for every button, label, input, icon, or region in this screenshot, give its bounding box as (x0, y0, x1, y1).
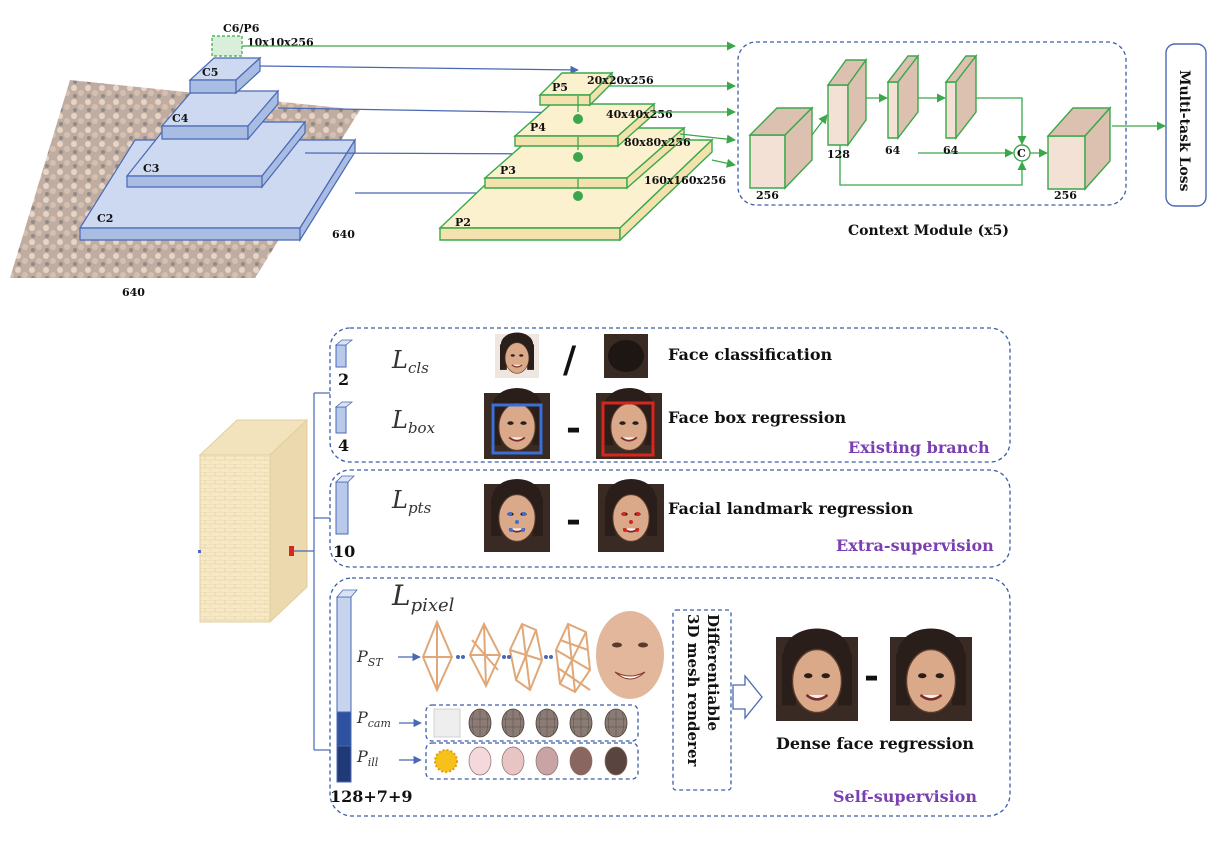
dense-label: Dense face regression (776, 734, 974, 753)
merge-node-p4 (573, 114, 583, 124)
illumination-heads (434, 746, 628, 776)
p-ill-symbol: Pill (356, 747, 379, 769)
box-loss-symbol: Lbox (391, 406, 436, 437)
pts-dim: 10 (333, 542, 355, 561)
differentiable-renderer-box (672, 609, 732, 791)
c5-layer (188, 56, 262, 95)
context-ch-128: 128 (827, 148, 850, 161)
pixel-dim: 128+7+9 (330, 787, 412, 806)
dense-pred-face (776, 627, 858, 721)
box-row: 4 Lbox - Face box regression (334, 387, 846, 459)
feature-map-block (198, 418, 309, 624)
camera-pose-strip (425, 704, 639, 742)
sun-icon (434, 749, 458, 773)
context-ch-64-a: 64 (885, 144, 901, 157)
concat-symbol: C (1017, 147, 1026, 160)
renderer-line2: 3D mesh renderer (684, 614, 702, 767)
box-dim: 4 (338, 436, 349, 455)
pixel-output-bar (336, 589, 358, 783)
context-ch-256-in: 256 (756, 189, 779, 202)
dim-label-p6: 10x10x256 (247, 36, 314, 49)
dense-separator: - (864, 655, 879, 697)
pts-separator: - (566, 499, 581, 541)
feature-edge-mark (198, 550, 201, 553)
extra-supervision-group: 10 Lpts - Facial landmark regression Ext… (329, 469, 1011, 568)
context-module: C 256 128 64 64 256 Context Module (x5) (737, 41, 1166, 239)
c6-layer (211, 35, 243, 57)
dim-label-p3: 80x80x256 (624, 136, 691, 149)
context-module-frame (737, 41, 1127, 206)
context-block-256-in (748, 106, 814, 190)
context-ch-256-out: 256 (1054, 189, 1077, 202)
multi-task-loss-box: Multi-task Loss (1165, 43, 1207, 207)
pixel-loss-symbol: Lpixel (391, 579, 455, 616)
cls-dim: 2 (338, 370, 349, 389)
anchor-cell (289, 546, 294, 556)
c4-layer (160, 89, 280, 141)
cls-output-bar (335, 344, 347, 368)
merge-node-p2 (573, 191, 583, 201)
merge-node-p3 (573, 152, 583, 162)
cls-negative-face (604, 334, 648, 378)
fpn-to-context-arrows (242, 41, 736, 168)
cls-label: Face classification (668, 345, 833, 364)
fpn-pyramid: P5 P4 P3 P2 (438, 71, 714, 242)
renderer-line1: Differentiable (704, 614, 722, 731)
p3-label: P3 (500, 164, 516, 177)
box-output-bar (335, 406, 347, 434)
shape-texture-meshes (421, 619, 592, 694)
cls-row: 2 Lcls / Face classification (334, 331, 833, 389)
cls-loss-symbol: Lcls (391, 346, 429, 377)
p-cam-symbol: Pcam (356, 708, 391, 730)
box-pred-face (484, 387, 550, 459)
textured-face-render (596, 611, 664, 699)
box-label: Face box regression (668, 408, 846, 427)
p2-label: P2 (455, 216, 471, 229)
branch-connectors (294, 392, 330, 751)
c2-label: C2 (97, 212, 113, 225)
c6-label: C6/P6 (223, 22, 260, 35)
pts-gt-face (598, 478, 664, 552)
self-supervision-tag: Self-supervision (833, 787, 977, 806)
camera-pose-heads (433, 708, 628, 738)
extra-supervision-tag: Extra-supervision (836, 536, 994, 555)
pts-loss-symbol: Lpts (391, 486, 432, 517)
pts-pred-face (484, 478, 550, 552)
box-separator: - (566, 407, 581, 449)
existing-branch-group: 2 Lcls / Face classification 4 Lbox (329, 327, 1011, 463)
context-block-64-b (944, 53, 978, 141)
context-ch-64-b: 64 (943, 144, 959, 157)
context-block-64-a (886, 53, 920, 141)
context-module-title: Context Module (x5) (848, 223, 1009, 239)
context-block-128 (826, 57, 868, 148)
self-supervision-group: 128+7+9 Lpixel PST Pcam (329, 577, 1011, 817)
p4-layer (513, 102, 656, 148)
c3-label: C3 (143, 162, 159, 175)
mesh-link-dots (456, 655, 553, 659)
dim-label-p4: 40x40x256 (606, 108, 673, 121)
illumination-strip (425, 742, 639, 780)
dim-label-p2: 160x160x256 (644, 174, 726, 187)
image-width-label: 640 (122, 286, 145, 299)
p4-label: P4 (530, 121, 546, 134)
pts-label: Facial landmark regression (668, 499, 914, 518)
existing-branch-tag: Existing branch (848, 438, 990, 457)
renderer-output-arrow (732, 674, 763, 720)
pts-output-bar (335, 481, 349, 535)
backbone-pyramid: C6/P6 C5 C4 C3 C2 640 640 (10, 22, 360, 299)
p5-label: P5 (552, 81, 568, 94)
p-st-symbol: PST (356, 647, 384, 669)
c5-label: C5 (202, 66, 218, 79)
image-height-label: 640 (332, 228, 355, 241)
dense-gt-face (890, 627, 972, 721)
box-gt-face (596, 387, 662, 459)
c4-label: C4 (172, 112, 189, 125)
context-block-256-out (1046, 106, 1112, 191)
multi-task-loss-label: Multi-task Loss (1176, 70, 1192, 192)
dim-label-p5: 20x20x256 (587, 74, 654, 87)
cls-separator: / (563, 339, 577, 381)
cls-positive-face (495, 331, 539, 378)
